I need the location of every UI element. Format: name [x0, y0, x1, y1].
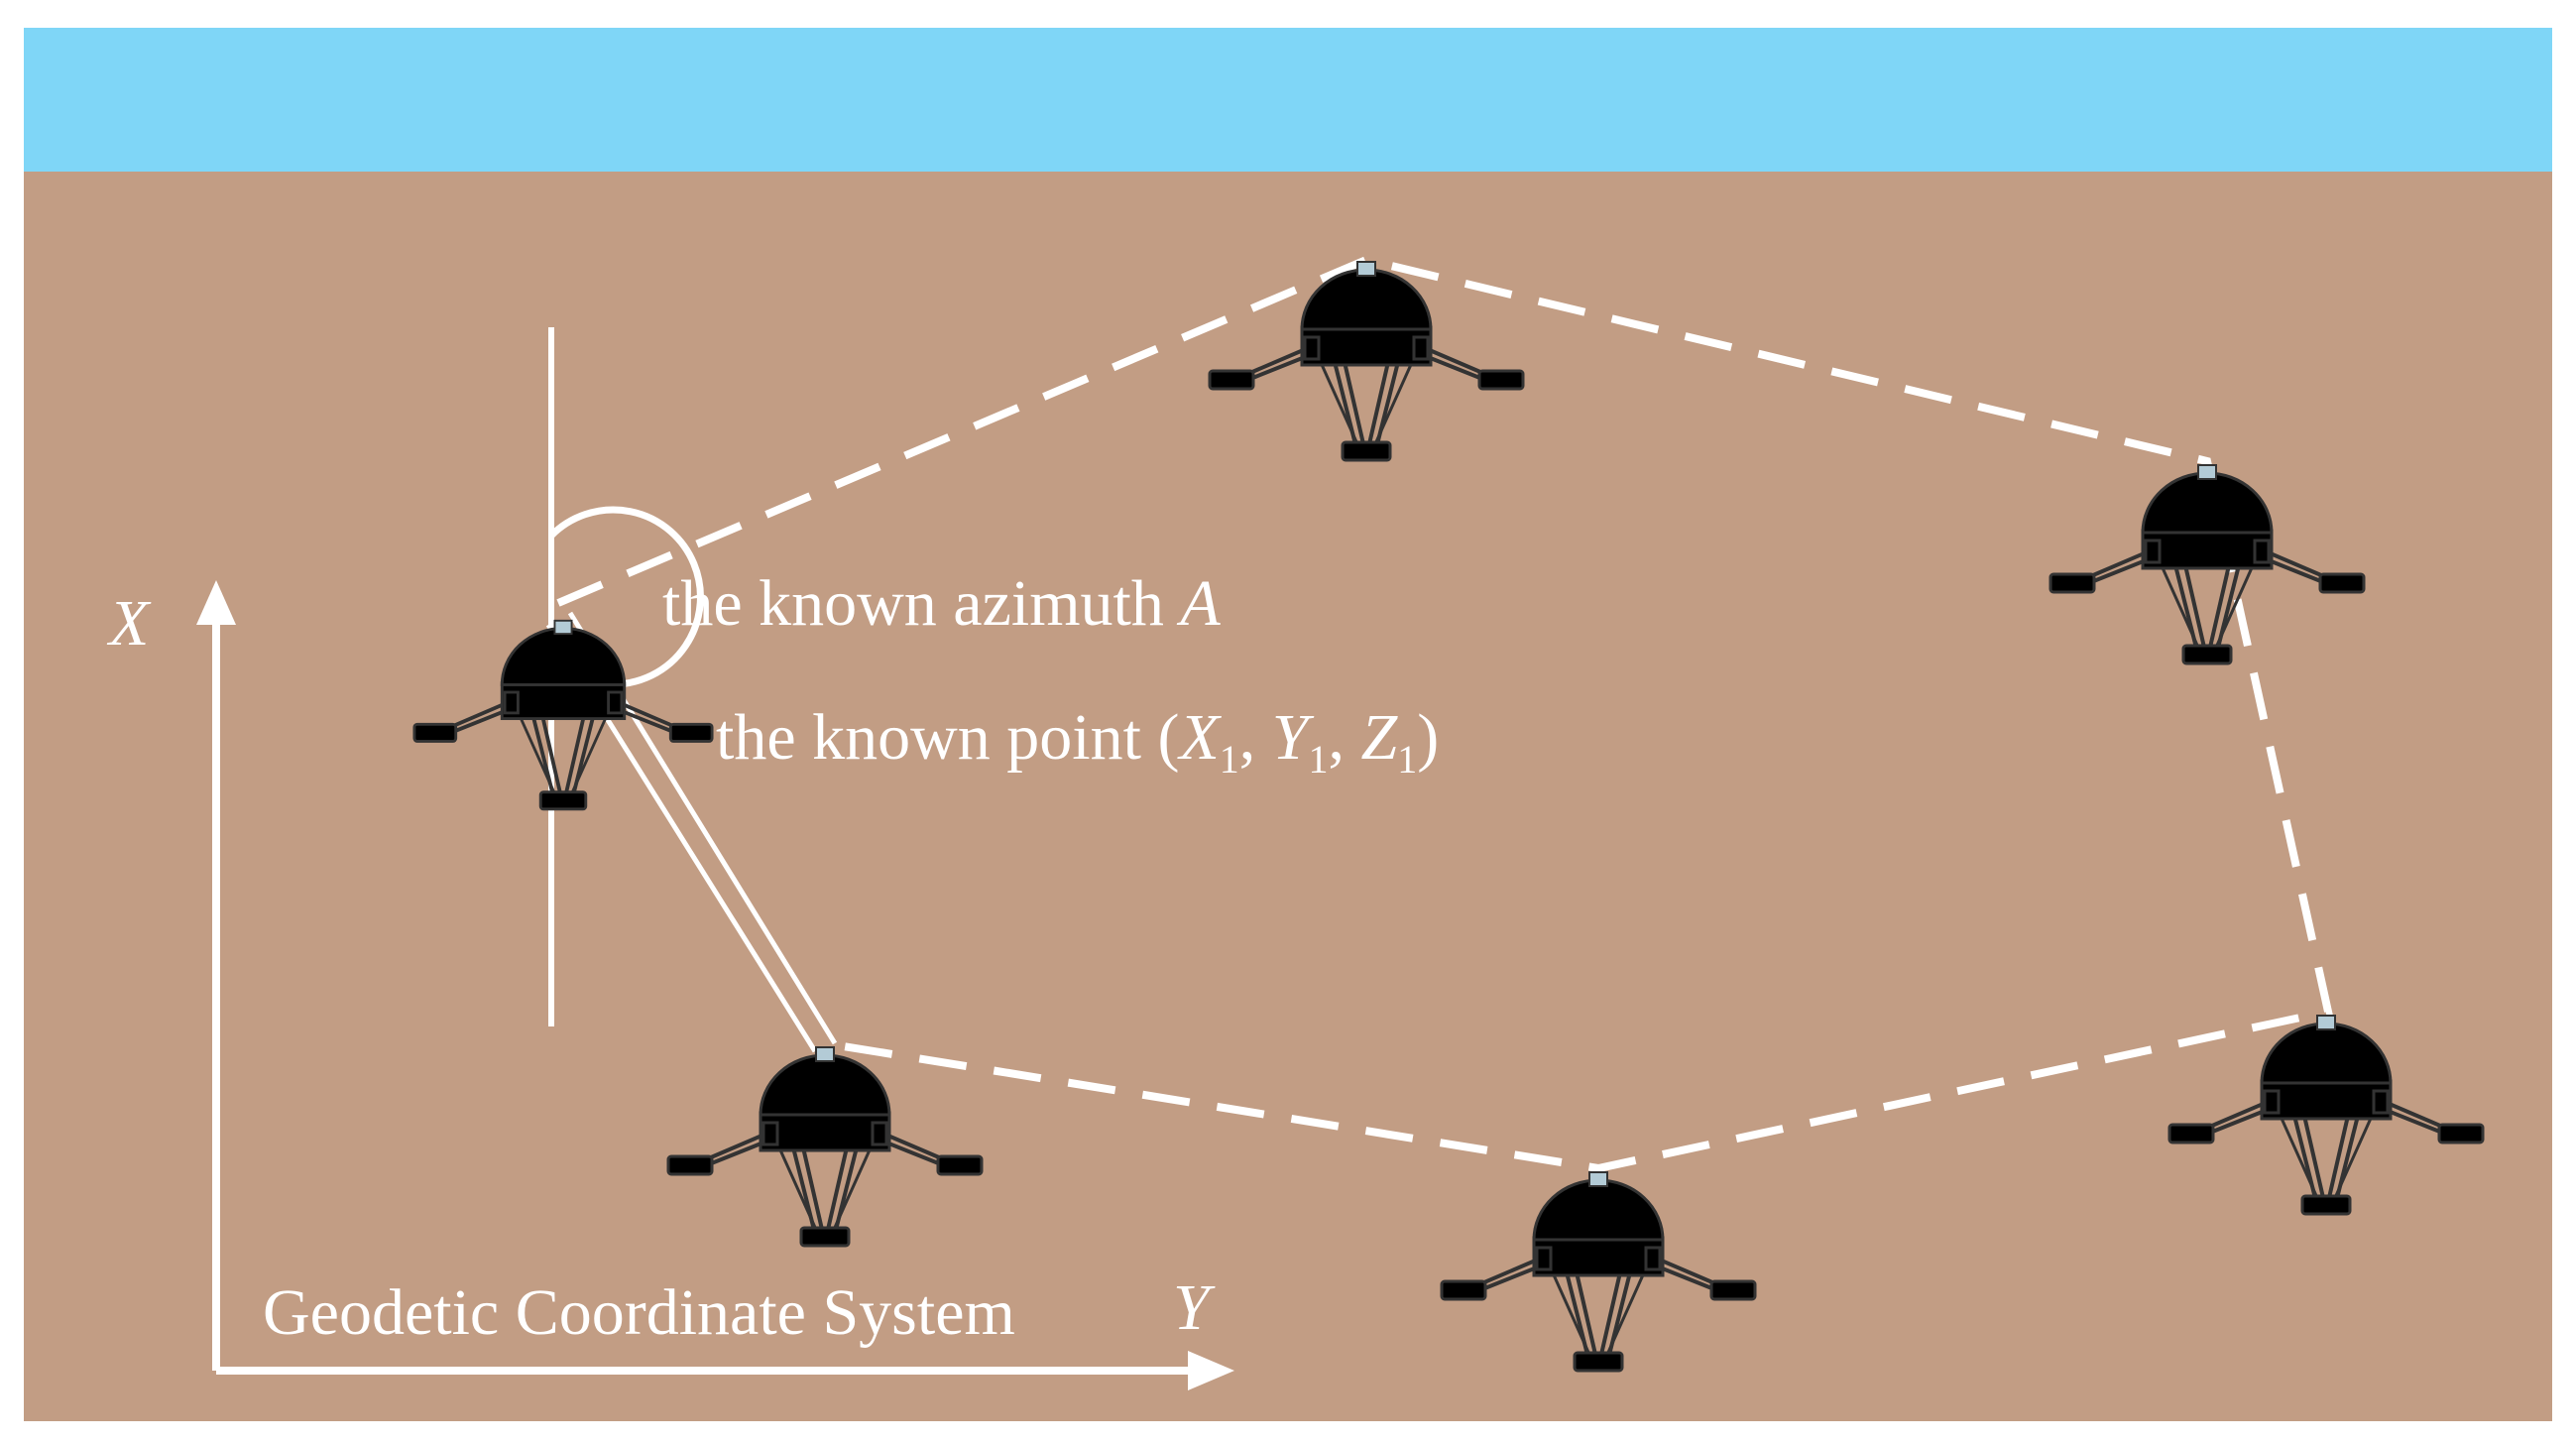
y-axis-label: Y	[1173, 1271, 1216, 1344]
x-axis-label: X	[106, 587, 152, 660]
x-axis-arrowhead	[196, 580, 236, 625]
known-point-label: the known point (X1, Y1, Z1)	[716, 701, 1439, 782]
seabed-layer	[24, 172, 2552, 1421]
azimuth-label: the known azimuth A	[662, 567, 1221, 640]
survey-polygon-path	[556, 255, 2333, 1173]
azimuth-arc	[548, 506, 704, 688]
water-layer	[24, 28, 2552, 172]
y-axis-arrowhead	[1188, 1351, 1234, 1390]
coordinate-system-label: Geodetic Coordinate System	[263, 1276, 1015, 1349]
